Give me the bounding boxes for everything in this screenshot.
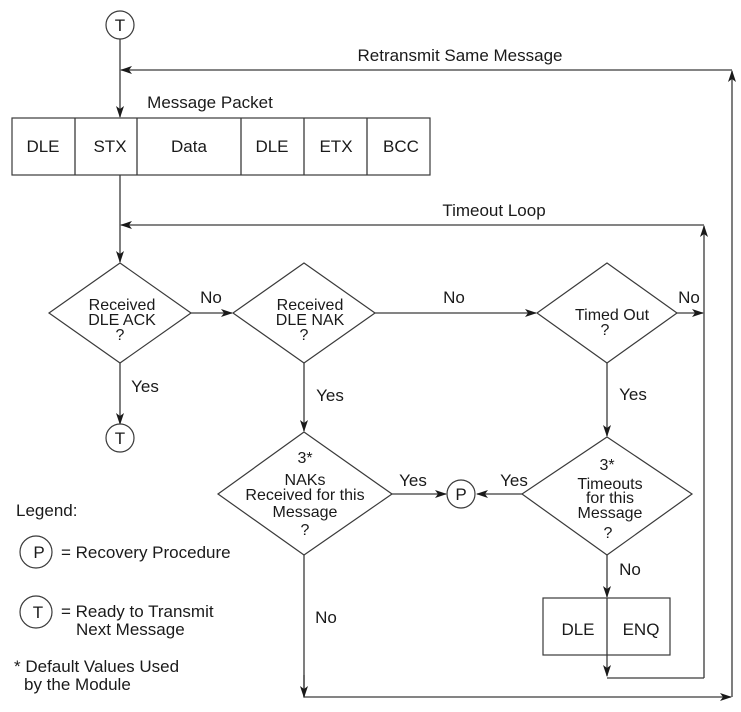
decision-text: 3* <box>599 457 614 474</box>
nak-yes-label: Yes <box>316 386 344 405</box>
decision-three-naks: 3* NAKs Received for this Message ? <box>216 431 394 556</box>
start-connector-label: T <box>115 16 125 35</box>
legend-footnote-2: by the Module <box>24 675 131 694</box>
decision-text: Received <box>89 297 156 314</box>
decision-text: ? <box>601 322 610 339</box>
enq-field-dle: DLE <box>561 620 594 639</box>
decision-text: Message <box>273 504 338 521</box>
naks-yes-label: Yes <box>399 471 427 490</box>
ack-yes-label: Yes <box>131 377 159 396</box>
message-packet: DLE STX Data DLE ETX BCC <box>11 117 431 176</box>
packet-field-bcc: BCC <box>383 137 419 156</box>
timed-out-no-label: No <box>678 288 700 307</box>
packet-field-stx: STX <box>93 137 126 156</box>
legend-t-text-2: Next Message <box>76 620 185 639</box>
decision-received-ack: Received DLE ACK ? <box>47 262 193 364</box>
packet-field-data: Data <box>171 137 207 156</box>
retransmit-label: Retransmit Same Message <box>357 46 562 65</box>
recovery-connector-p: P <box>446 479 476 509</box>
legend-p-text: = Recovery Procedure <box>61 543 231 562</box>
decision-text: ? <box>116 327 125 344</box>
decision-text: DLE NAK <box>276 312 345 329</box>
ack-no-label: No <box>200 288 222 307</box>
timed-out-yes-label: Yes <box>619 385 647 404</box>
packet-field-etx: ETX <box>319 137 352 156</box>
ready-connector-label: T <box>115 429 125 448</box>
legend-footnote: * Default Values Used <box>14 657 179 676</box>
decision-timed-out: Timed Out ? <box>535 262 679 364</box>
decision-text: Received for this <box>245 487 364 504</box>
legend-p-circle <box>19 535 53 569</box>
ready-connector-t: T <box>105 423 135 453</box>
packet-field-dle-2: DLE <box>255 137 288 156</box>
decision-text: Timed Out <box>575 307 650 324</box>
naks-no-label: No <box>315 608 337 627</box>
decision-text: DLE ACK <box>88 312 156 329</box>
decision-text: ? <box>604 525 613 542</box>
decision-text: 3* <box>297 450 312 467</box>
decision-text: Timeouts <box>577 476 642 493</box>
decision-text: for this <box>586 490 634 507</box>
decision-text: Received <box>277 297 344 314</box>
decision-text: ? <box>300 327 309 344</box>
nak-no-label: No <box>443 288 465 307</box>
decision-received-nak: Received DLE NAK ? <box>231 262 377 364</box>
recovery-connector-label: P <box>455 485 466 504</box>
message-packet-label: Message Packet <box>147 93 273 112</box>
decision-text: Message <box>578 505 643 522</box>
legend-title: Legend: <box>16 501 77 520</box>
enq-field-enq: ENQ <box>623 620 660 639</box>
legend: Legend: P = Recovery Procedure T = Ready… <box>14 501 231 694</box>
decision-text: NAKs <box>285 472 326 489</box>
timeouts-yes-label: Yes <box>500 471 528 490</box>
decision-three-timeouts: 3* Timeouts for this Message ? <box>520 436 694 556</box>
timeout-loop-label: Timeout Loop <box>442 201 545 220</box>
packet-field-dle: DLE <box>26 137 59 156</box>
timeouts-no-label: No <box>619 560 641 579</box>
legend-t-circle <box>19 595 53 629</box>
legend-t-symbol: T <box>33 603 43 622</box>
start-connector-t: T <box>105 10 135 40</box>
legend-t-text: = Ready to Transmit <box>61 602 214 621</box>
decision-text: ? <box>301 522 310 539</box>
legend-p-symbol: P <box>33 543 44 562</box>
